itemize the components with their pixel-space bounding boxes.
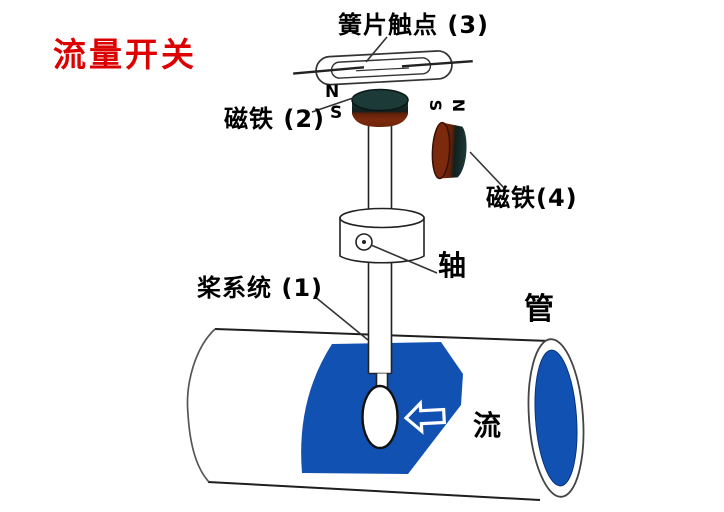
magnet2-south-pole: S	[330, 103, 343, 123]
flow-arrow-icon	[403, 399, 446, 435]
label-shaft: 轴	[438, 249, 467, 282]
leader-magnet4	[469, 151, 506, 190]
reed-switch	[293, 50, 473, 86]
leader-lines	[311, 36, 506, 341]
label-magnet-4: 磁铁(4)	[486, 184, 578, 212]
magnet4-south-pole: S	[426, 99, 446, 112]
leader-magnet2	[311, 97, 354, 113]
label-flow: 流	[473, 409, 502, 442]
paddle-float	[361, 373, 399, 450]
label-reed-contact: 簧片触点 (3)	[338, 11, 489, 39]
magnet2-north-pole: N	[325, 82, 340, 102]
leader-paddle	[313, 295, 369, 341]
leader-shaft	[370, 244, 438, 274]
label-pipe: 管	[524, 292, 554, 327]
magnet-4	[431, 121, 467, 180]
magnet4-north-pole: N	[449, 98, 469, 113]
label-magnet-2: 磁铁 (2)	[224, 105, 325, 133]
label-paddle-system: 桨系统 (1)	[197, 274, 323, 302]
leader-reed	[365, 36, 388, 63]
fluid-cross-section	[534, 349, 578, 487]
pipe-opening	[527, 338, 585, 498]
diagram-title: 流量开关	[53, 35, 197, 74]
shaft-hub	[339, 207, 425, 264]
magnet-2	[351, 88, 409, 127]
